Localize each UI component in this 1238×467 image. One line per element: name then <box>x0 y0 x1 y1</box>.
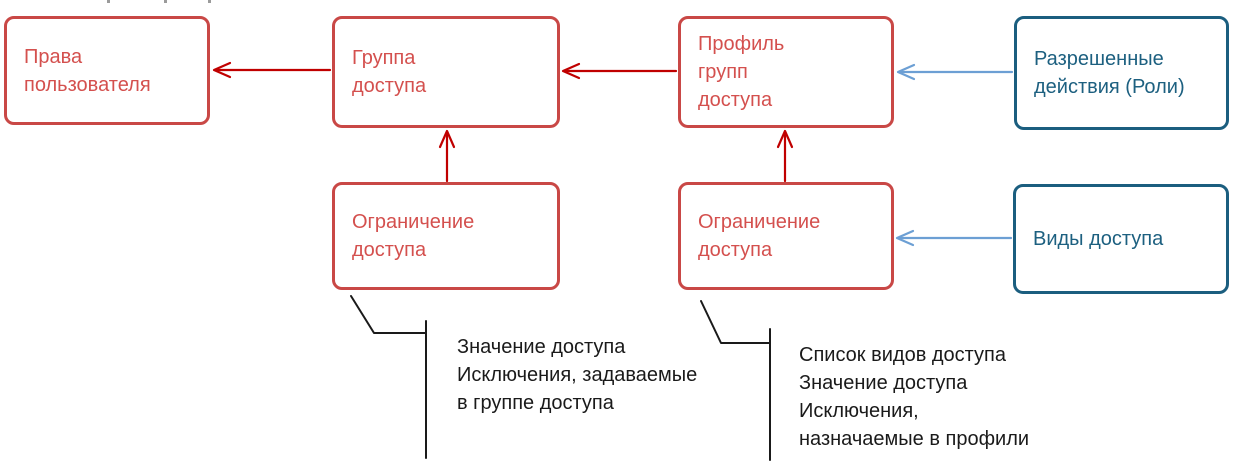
box-access-restriction-group-line1: Ограничение <box>352 211 475 233</box>
box-access-restriction-group: Ограничение доступа <box>332 182 560 290</box>
box-access-restriction-profile-line2: доступа <box>698 239 773 261</box>
box-access-group-line1: Группа <box>352 47 416 69</box>
box-user-rights: Права пользователя <box>4 16 210 125</box>
arrow-access-group-to-user-rights <box>212 61 332 79</box>
box-access-restriction-profile-line1: Ограничение <box>698 211 821 233</box>
box-access-kinds-line1: Виды доступа <box>1033 228 1164 250</box>
box-allowed-actions-line2: действия (Роли) <box>1034 76 1185 98</box>
box-access-group-line2: доступа <box>352 75 427 97</box>
box-access-group: Группа доступа <box>332 16 560 128</box>
callout-group-restriction <box>350 295 427 459</box>
box-access-restriction-profile: Ограничение доступа <box>678 182 894 290</box>
note-profile-restriction: Список видов доступа Значение доступа Ис… <box>799 341 1029 453</box>
note-group-restriction-line2: Исключения, задаваемые <box>457 364 698 386</box>
box-allowed-actions-line1: Разрешенные <box>1034 48 1164 70</box>
note-group-restriction-line1: Значение доступа <box>457 336 626 358</box>
arrow-profile-to-access-group <box>561 62 678 80</box>
note-profile-restriction-line4: назначаемые в профили <box>799 428 1030 450</box>
cropped-text-remnant <box>107 0 110 3</box>
box-access-kinds: Виды доступа <box>1013 184 1229 294</box>
box-access-group-profile-line1: Профиль <box>698 33 785 55</box>
callout-profile-restriction <box>700 300 771 461</box>
cropped-text-remnant <box>208 0 211 3</box>
cropped-text-remnant <box>164 0 167 3</box>
arrow-allowed-actions-to-profile <box>896 63 1014 81</box>
box-user-rights-line1: Права <box>24 45 83 68</box>
box-allowed-actions: Разрешенные действия (Роли) <box>1014 16 1229 130</box>
box-access-group-profile: Профиль групп доступа <box>678 16 894 128</box>
box-access-group-profile-line2: групп <box>698 61 748 83</box>
note-profile-restriction-line3: Исключения, <box>799 400 919 422</box>
box-access-restriction-group-line2: доступа <box>352 239 427 261</box>
note-profile-restriction-line2: Значение доступа <box>799 372 968 394</box>
arrow-restriction-to-profile <box>776 129 794 183</box>
note-group-restriction: Значение доступа Исключения, задаваемые … <box>457 333 697 417</box>
arrow-access-kinds-to-restriction <box>895 229 1013 247</box>
box-user-rights-line2: пользователя <box>24 73 151 96</box>
note-group-restriction-line3: в группе доступа <box>457 392 614 414</box>
note-profile-restriction-line1: Список видов доступа <box>799 344 1007 366</box>
arrow-restriction-to-access-group <box>438 129 456 183</box>
box-access-group-profile-line3: доступа <box>698 89 773 111</box>
